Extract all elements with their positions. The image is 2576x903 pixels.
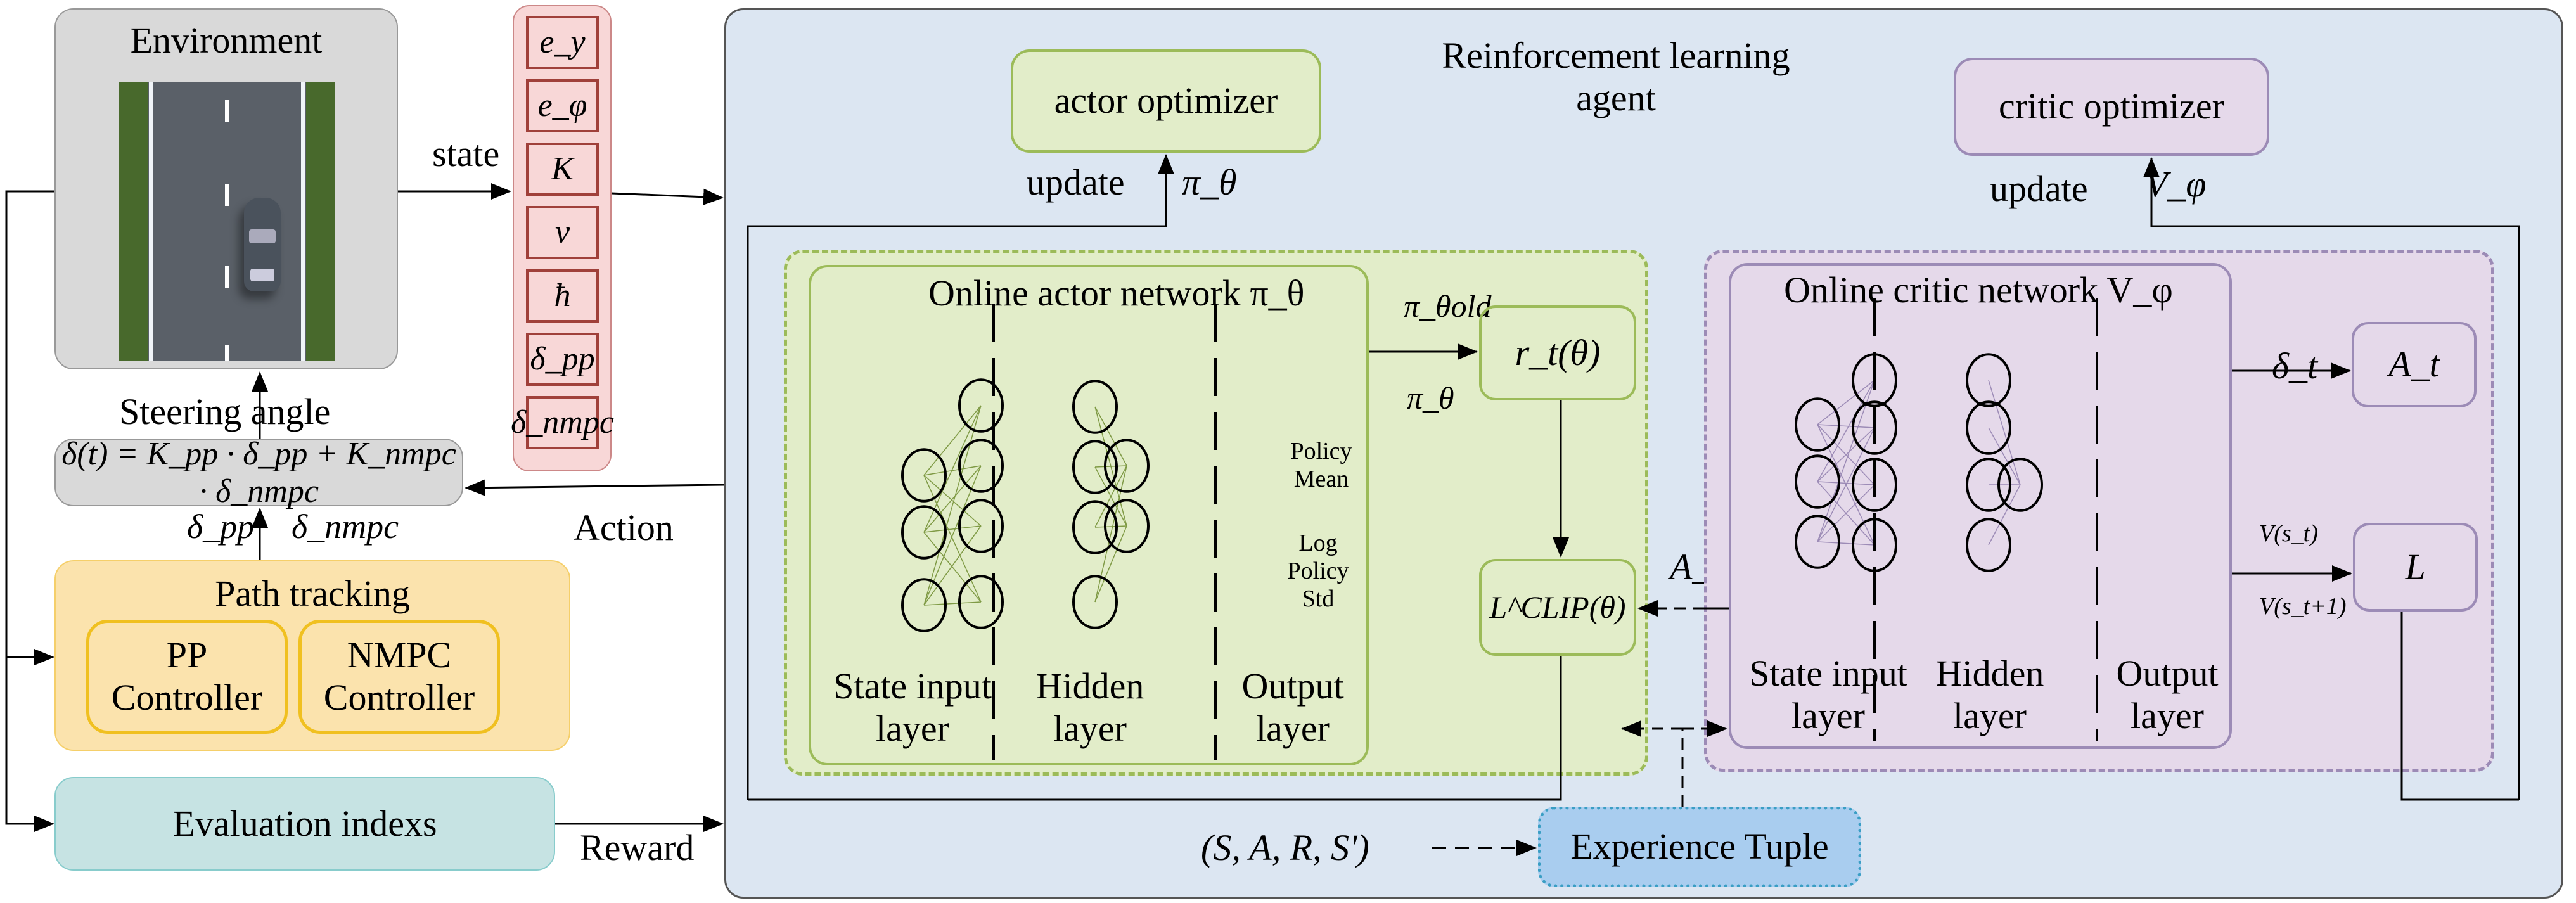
hidden-neuron (1966, 400, 2011, 455)
actor-update-arrow (747, 154, 1174, 800)
state-item: v (526, 206, 599, 259)
input-neuron (1795, 515, 1840, 569)
pp-controller-label: PP Controller (111, 634, 263, 718)
nmpc-controller-label: NMPC Controller (323, 634, 475, 718)
hidden-neuron (1072, 575, 1118, 629)
log-policy-std-label: Log Policy Std (1287, 530, 1349, 612)
loss-box: L (2353, 523, 2478, 612)
actor-network-title: Online actor network π_θ (928, 272, 1305, 314)
delta-t-label: δ_t (2272, 345, 2318, 387)
hidden-neuron (1072, 440, 1118, 494)
output-neuron (1997, 458, 2043, 512)
steering-formula: δ(t) = K_pp · δ_pp + K_nmpc · δ_nmpc (54, 436, 463, 509)
critic-optimizer: critic optimizer (1954, 58, 2269, 156)
ratio-label: r_t(θ) (1515, 331, 1601, 373)
formula-text: δ(t) = K_pp · δ_pp + K_nmpc · δ_nmpc (61, 435, 456, 509)
steering-label: Steering angle (119, 391, 331, 432)
road-image (119, 82, 335, 361)
pp-controller: PP Controller (86, 620, 288, 734)
input-neuron (901, 505, 947, 560)
critic-loop (2400, 612, 2519, 801)
hidden-neuron (1072, 380, 1118, 434)
critic-layer-output: Output layer (2116, 653, 2219, 736)
input-neuron (1795, 454, 1840, 509)
v-st-label: V(s_t) (2259, 520, 2318, 547)
advantage-box: A_t (2352, 322, 2477, 407)
critic-layer-hidden: Hidden layer (1935, 653, 2044, 736)
input-neuron (901, 578, 947, 632)
output-neuron (1104, 499, 1150, 553)
clip-loss-label: L^CLIP(θ) (1489, 589, 1626, 625)
reward-label: Reward (580, 827, 695, 868)
hidden-neuron (958, 378, 1004, 433)
actor-optimizer-label: actor optimizer (1054, 80, 1278, 122)
delta-pp-label: δ_pp (187, 508, 255, 546)
state-item: δ_nmpc (511, 396, 614, 449)
hidden-neuron (1966, 353, 2011, 407)
actor-update-label: update (1027, 162, 1125, 203)
action-arrow (465, 479, 725, 496)
state-item: δ_pp (526, 333, 599, 386)
hidden-neuron (1852, 400, 1897, 455)
state-item: e_φ (526, 79, 599, 132)
hidden-neuron (958, 439, 1004, 493)
environment-box: Environment (54, 8, 398, 369)
tuple-label: (S, A, R, S') (1201, 827, 1369, 868)
ratio-box: r_t(θ) (1479, 305, 1636, 400)
actor-layer-hidden: Hidden layer (1035, 665, 1144, 749)
nmpc-controller: NMPC Controller (298, 620, 500, 734)
feedback-line (5, 190, 54, 665)
hidden-neuron (958, 499, 1004, 553)
hidden-neuron (1966, 518, 2011, 572)
evaluation-title: Evaluation indexs (172, 802, 437, 844)
state-item: ħ (526, 269, 599, 323)
output-neuron (1104, 439, 1150, 493)
critic-network (1729, 263, 2232, 749)
actor-optimizer: actor optimizer (1011, 49, 1321, 153)
critic-optimizer-label: critic optimizer (1999, 86, 2224, 127)
pi-old-label: π_θold (1404, 288, 1492, 324)
agent-title: Reinforcement learning agent (1442, 35, 1790, 118)
hidden-neuron (1072, 500, 1118, 554)
delta-nmpc-label: δ_nmpc (292, 508, 399, 546)
environment-title: Environment (130, 20, 323, 61)
eval-feedback (5, 657, 54, 832)
actor-layer-output: Output layer (1241, 665, 1344, 749)
hidden-neuron (1966, 458, 2011, 512)
actor-loop (748, 656, 1562, 801)
actor-layer-input: State input layer (833, 665, 992, 749)
clip-loss-box: L^CLIP(θ) (1479, 559, 1636, 656)
state-item: K (526, 143, 599, 196)
hidden-neuron (1852, 458, 1897, 512)
path-tracking-title: Path tracking (215, 573, 410, 614)
state-vector (513, 5, 612, 471)
loss-label: L (2405, 546, 2426, 587)
advantage-label: A_t (2388, 343, 2440, 385)
car-icon (244, 198, 281, 291)
experience-label: Experience Tuple (1570, 826, 1829, 868)
critic-update-arrow (2143, 157, 2520, 800)
actor-network (809, 265, 1369, 765)
state-item: e_y (526, 16, 599, 69)
state-label: state (432, 133, 500, 174)
critic-update-label: update (1990, 168, 2088, 209)
path-tracking-box: Path tracking PP Controller NMPC Control… (54, 560, 570, 751)
critic-network-title: Online critic network V_φ (1784, 269, 2173, 311)
action-label: Action (574, 507, 674, 548)
evaluation-box: Evaluation indexs (54, 777, 555, 871)
experience-tuple-box: Experience Tuple (1538, 807, 1861, 887)
hidden-neuron (958, 575, 1004, 629)
input-neuron (901, 448, 947, 503)
v-st1-label: V(s_t+1) (2259, 593, 2347, 620)
state-agent-arrow (611, 188, 724, 205)
pi-new-label: π_θ (1407, 380, 1454, 416)
critic-layer-input: State input layer (1749, 653, 1907, 736)
actor-pi-theta: π_θ (1182, 162, 1237, 203)
input-neuron (1795, 397, 1840, 452)
policy-mean-label: Policy Mean (1290, 438, 1352, 492)
